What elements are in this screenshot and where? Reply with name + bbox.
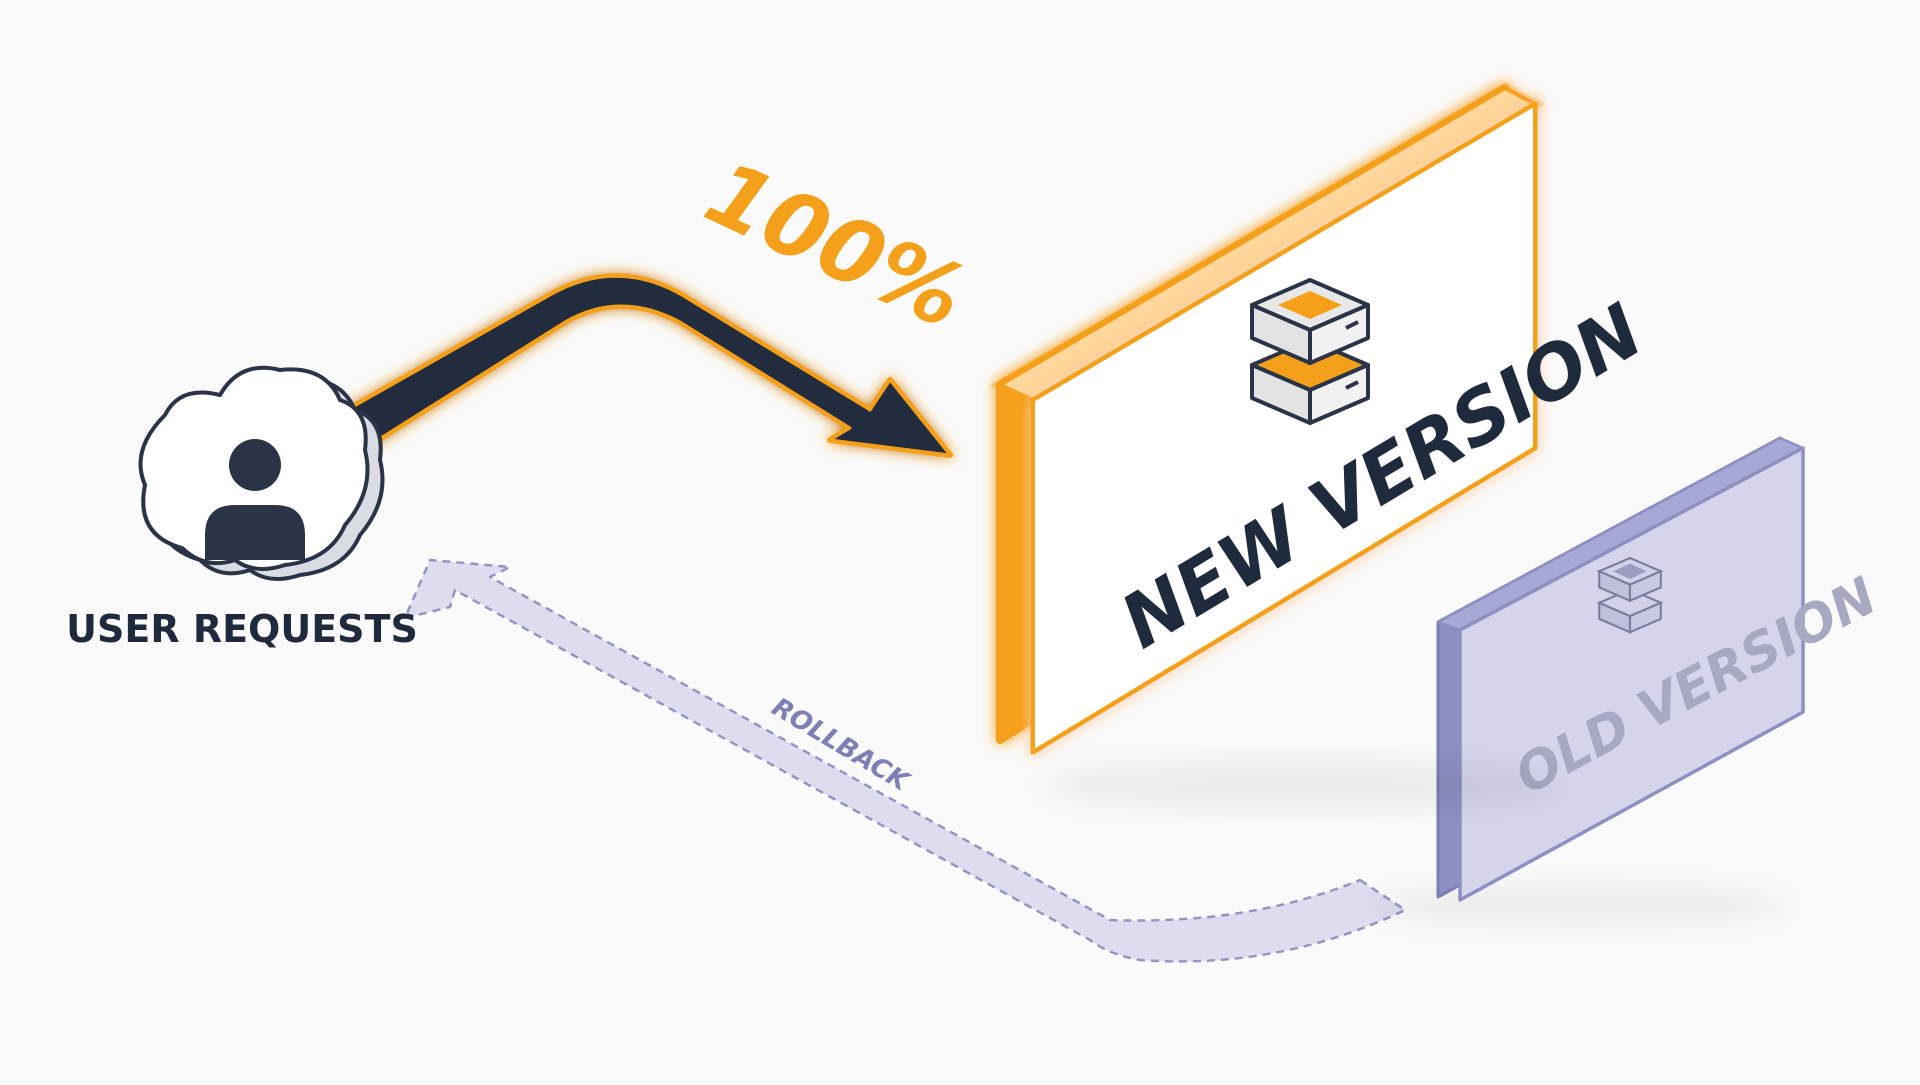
- new-version-box: [989, 82, 1560, 811]
- traffic-percent-label: 100%: [691, 141, 981, 349]
- traffic-arrow: [309, 273, 953, 473]
- user-requests-label: USER REQUESTS: [66, 607, 418, 651]
- rollback-arrow: [403, 558, 1407, 963]
- new-version-server-icon: [1250, 278, 1370, 425]
- old-version-server-icon: [1596, 556, 1664, 634]
- cloud-user-icon: [138, 365, 385, 581]
